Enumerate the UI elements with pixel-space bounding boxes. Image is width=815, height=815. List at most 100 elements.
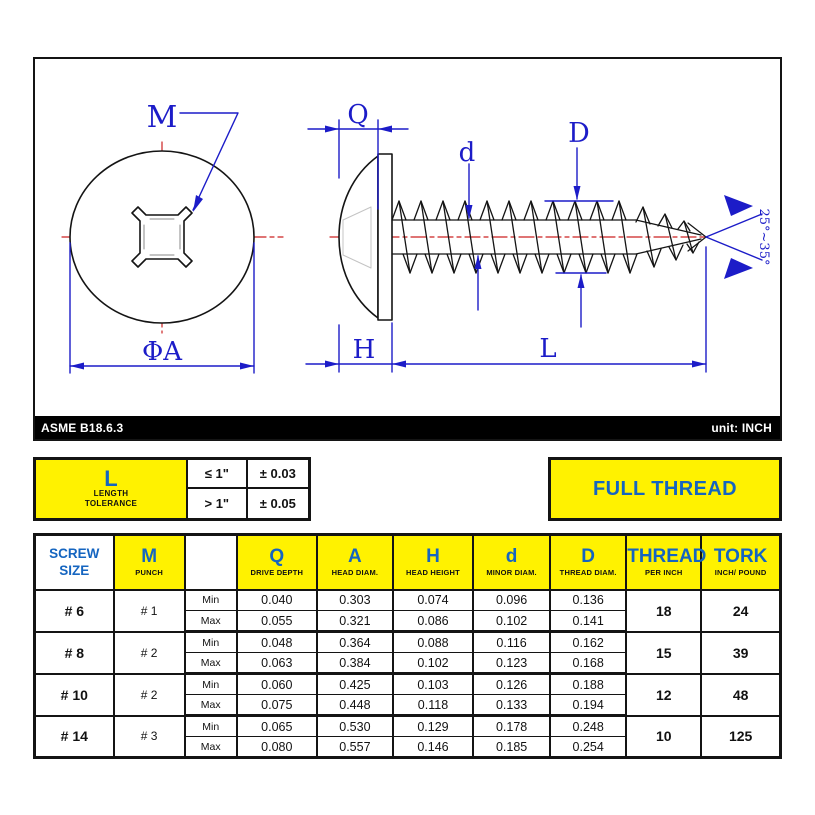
header-caption: HEAD HEIGHT [406, 568, 460, 578]
header-symbol: D [581, 546, 596, 568]
label-thread-diam: D [568, 118, 590, 149]
punch-cell: # 2 [112, 672, 186, 716]
header-caption: PUNCH [135, 568, 163, 578]
value-cell: 0.065 [235, 714, 318, 737]
label-point-angle: 25°~35° [756, 209, 771, 266]
value-cell: 0.088 [391, 630, 475, 653]
header-thread-diam: D THREAD DIAM. [549, 533, 628, 591]
table-row: Max 0.075 0.448 0.118 0.133 0.194 [35, 694, 781, 717]
header-caption: INCH/ POUND [714, 568, 767, 578]
side-view-head [338, 153, 393, 321]
value-cell: 0.116 [472, 630, 552, 653]
minmax-cell: Max [183, 652, 238, 675]
thread-per-inch-cell: 10 [625, 714, 703, 758]
header-symbol: TORK [713, 546, 768, 568]
header-caption: MINOR DIAM. [486, 568, 537, 578]
label-minor-diam: d [459, 138, 476, 168]
tolerance-grid: ≤ 1" ± 0.03 > 1" ± 0.05 [188, 460, 308, 518]
value-cell: 0.168 [549, 652, 628, 675]
thread-profile [391, 200, 707, 274]
tolerance-value: ± 0.03 [245, 460, 308, 489]
screw-size-cell: # 6 [33, 588, 115, 632]
value-cell: 0.321 [315, 610, 394, 633]
value-cell: 0.194 [549, 694, 628, 717]
header-symbol: d [505, 546, 518, 568]
value-cell: 0.103 [391, 672, 475, 695]
punch-cell: # 1 [112, 588, 186, 632]
dimension-lines [69, 112, 763, 374]
tolerance-symbol: L [104, 466, 118, 491]
screw-size-cell: # 14 [33, 714, 115, 758]
value-cell: 0.384 [315, 652, 394, 675]
full-thread-banner: FULL THREAD [548, 457, 782, 521]
tolerance-condition: > 1" [188, 489, 246, 518]
header-screw-size: SCREW SIZE [33, 533, 115, 591]
screw-drawing: M Q d D H L ΦA 25°~35° [61, 100, 771, 374]
minmax-cell: Max [183, 694, 238, 717]
value-cell: 0.102 [472, 610, 552, 633]
label-head-diam: ΦA [142, 337, 183, 367]
tork-cell: 125 [700, 714, 782, 758]
header-drive-depth: Q DRIVE DEPTH [235, 533, 318, 591]
unit-label: unit: INCH [711, 420, 772, 435]
phillips-recess [131, 206, 193, 268]
value-cell: 0.133 [472, 694, 552, 717]
table-row: Max 0.080 0.557 0.146 0.185 0.254 [35, 736, 781, 759]
table-row: # 8 # 2 Min 0.048 0.364 0.088 0.116 0.16… [33, 630, 782, 674]
minmax-cell: Min [183, 588, 238, 611]
header-caption: PER INCH [645, 568, 683, 578]
value-cell: 0.048 [235, 630, 318, 653]
tolerance-caption-1: LENGTH [93, 489, 129, 498]
minmax-cell: Min [183, 630, 238, 653]
value-cell: 0.185 [472, 736, 552, 759]
tolerance-value: ± 0.05 [245, 489, 308, 518]
screw-size-cell: # 8 [33, 630, 115, 674]
table-row: # 14 # 3 Min 0.065 0.530 0.129 0.178 0.2… [33, 714, 782, 758]
table-row: Max 0.055 0.321 0.086 0.102 0.141 [35, 610, 781, 633]
table-row: # 6 # 1 Min 0.040 0.303 0.074 0.096 0.13… [33, 588, 782, 632]
tolerance-symbol-cell: L LENGTH TOLERANCE [36, 460, 188, 518]
value-cell: 0.126 [472, 672, 552, 695]
value-cell: 0.040 [235, 588, 318, 611]
value-cell: 0.448 [315, 694, 394, 717]
table-row: # 10 # 2 Min 0.060 0.425 0.103 0.126 0.1… [33, 672, 782, 716]
value-cell: 0.303 [315, 588, 394, 611]
recess-hidden-lines [342, 206, 372, 269]
header-caption: HEAD DIAM. [331, 568, 379, 578]
value-cell: 0.129 [391, 714, 475, 737]
value-cell: 0.364 [315, 630, 394, 653]
header-caption: DRIVE DEPTH [250, 568, 304, 578]
header-punch: M PUNCH [112, 533, 186, 591]
label-length: L [539, 334, 556, 364]
technical-drawing-panel: M Q d D H L ΦA 25°~35° ASME B18.6.3 unit… [33, 57, 782, 441]
length-tolerance-box: L LENGTH TOLERANCE ≤ 1" ± 0.03 > 1" ± 0.… [33, 457, 311, 521]
value-cell: 0.063 [235, 652, 318, 675]
header-symbol: M [141, 546, 158, 568]
value-cell: 0.118 [391, 694, 475, 717]
spec-table: SCREW SIZE M PUNCH Q DRIVE DEPTH A HEAD [33, 533, 782, 759]
header-minor-diam: d MINOR DIAM. [472, 533, 552, 591]
minmax-cell: Max [183, 736, 238, 759]
header-head-diam: A HEAD DIAM. [315, 533, 394, 591]
standard-ref: ASME B18.6.3 [41, 420, 124, 435]
header-row: SCREW SIZE M PUNCH Q DRIVE DEPTH A HEAD [33, 533, 782, 591]
header-text: SCREW [49, 546, 100, 562]
label-q: Q [347, 100, 368, 130]
minmax-cell: Min [183, 672, 238, 695]
value-cell: 0.074 [391, 588, 475, 611]
tolerance-condition: ≤ 1" [188, 460, 246, 489]
tork-cell: 39 [700, 630, 782, 674]
value-cell: 0.123 [472, 652, 552, 675]
value-cell: 0.254 [549, 736, 628, 759]
value-cell: 0.096 [472, 588, 552, 611]
value-cell: 0.136 [549, 588, 628, 611]
value-cell: 0.188 [549, 672, 628, 695]
table-row: Max 0.063 0.384 0.102 0.123 0.168 [35, 652, 781, 675]
value-cell: 0.530 [315, 714, 394, 737]
value-cell: 0.055 [235, 610, 318, 633]
header-caption: THREAD DIAM. [559, 568, 617, 578]
tork-cell: 24 [700, 588, 782, 632]
header-symbol: A [348, 546, 362, 568]
header-text: SIZE [59, 563, 90, 579]
